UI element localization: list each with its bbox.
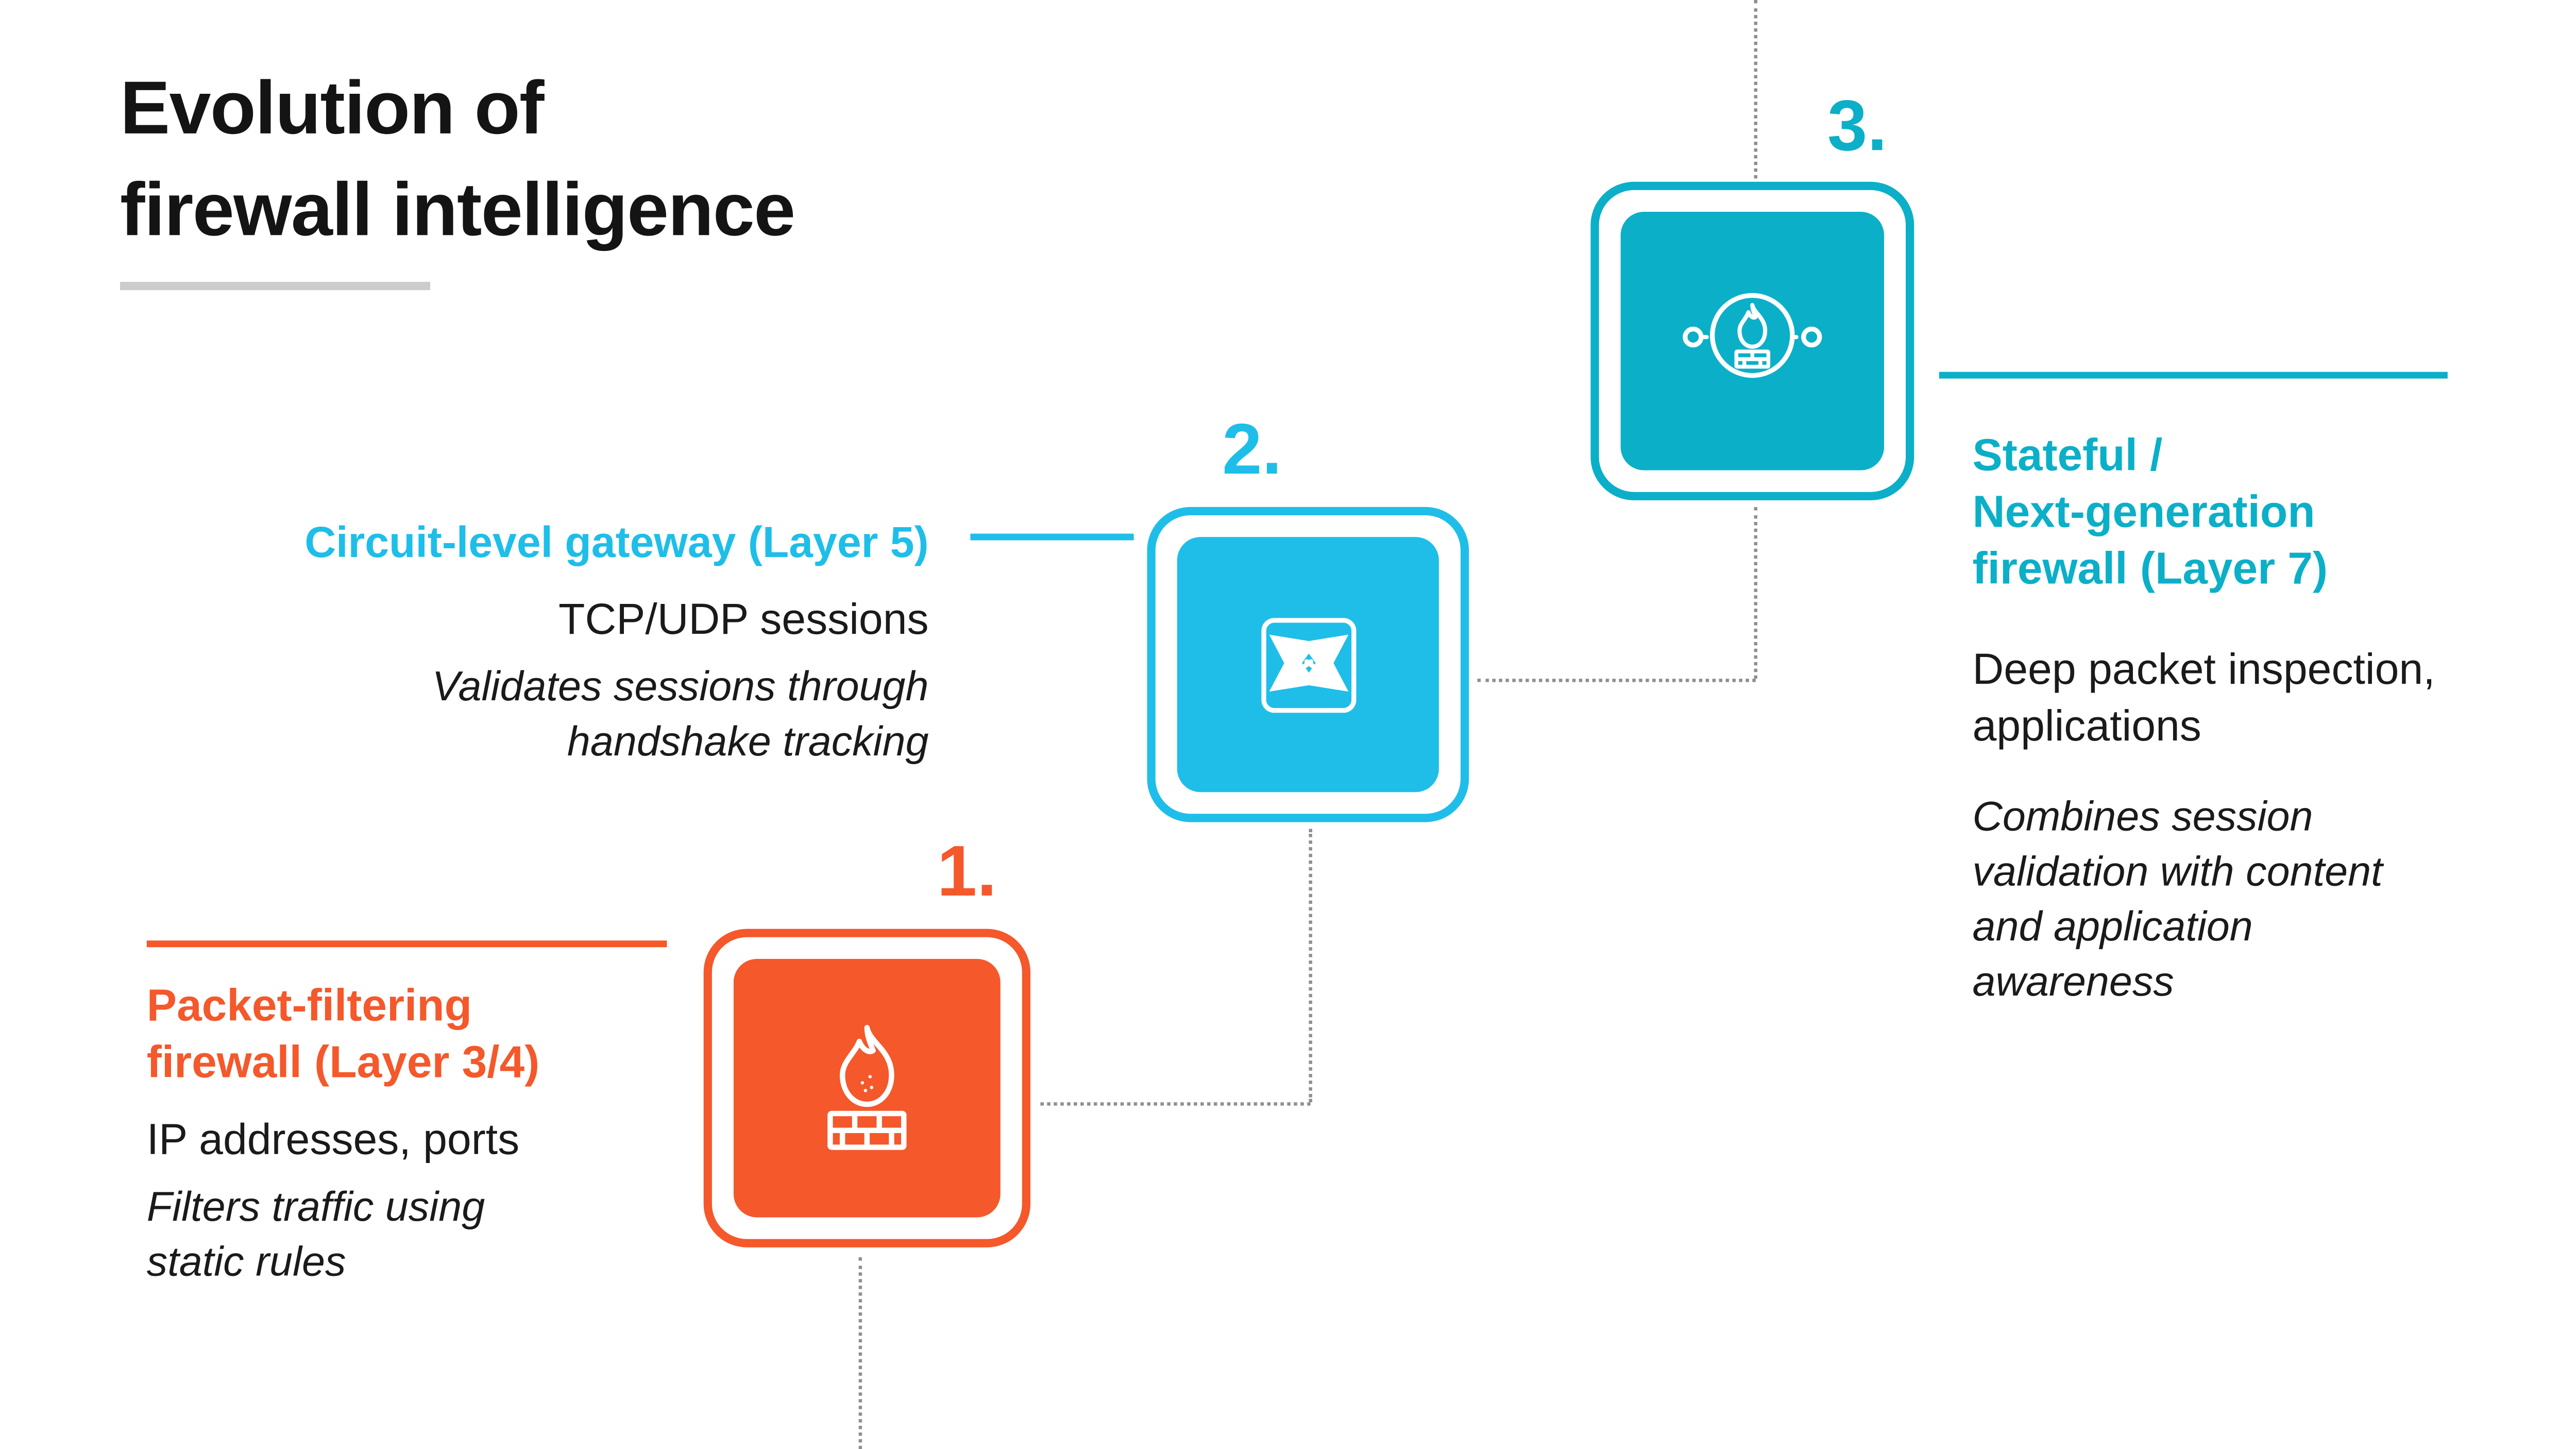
stage-3-number: 3. (1827, 87, 1888, 167)
stage-3-text-block: Stateful / Next-generation firewall (Lay… (1972, 427, 2435, 1010)
stage-1-connector-line (146, 940, 667, 948)
stage-3-heading-line-3: firewall (Layer 7) (1972, 544, 2328, 594)
stage-3-description-line-4: awareness (1972, 958, 2174, 1006)
stage-1-box-inner (733, 958, 1001, 1218)
stage-2-description-line-1: Validates sessions through (432, 664, 929, 711)
stage-3-box (1590, 181, 1914, 500)
stage-1-number: 1. (937, 832, 997, 913)
dotted-connector-top-stage3 (1754, 0, 1758, 179)
stage-1-heading-line-2: firewall (Layer 3/4) (146, 1037, 540, 1088)
firewall-network-icon (1683, 292, 1822, 377)
stage-1-description-line-2: static rules (146, 1239, 346, 1286)
stage-2-heading: Circuit-level gateway (Layer 5) (304, 517, 929, 567)
stage-1-heading: Packet-filtering firewall (Layer 3/4) (147, 977, 539, 1090)
stage-2-subheading: TCP/UDP sessions (558, 594, 929, 644)
title-divider (120, 281, 430, 291)
stage-3-subheading: Deep packet inspection, applications (1972, 641, 2435, 754)
stage-3-heading-line-1: Stateful / (1972, 430, 2163, 481)
stage-2-text-block: Circuit-level gateway (Layer 5) TCP/UDP … (187, 514, 928, 770)
dotted-connector-stage2-stage3 (1477, 679, 1756, 682)
stage-1-description: Filters traffic using static rules (147, 1181, 539, 1291)
stage-1-subheading: IP addresses, ports (146, 1114, 520, 1164)
stage-1-heading-line-1: Packet-filtering (146, 980, 472, 1031)
stage-3-description-line-1: Combines session (1972, 794, 2313, 841)
stage-2-description: Validates sessions through handshake tra… (187, 661, 929, 771)
stage-2-box-inner (1177, 537, 1439, 793)
stage-3-heading-line-2: Next-generation (1972, 486, 2315, 537)
crossover-arrows-icon (1260, 617, 1355, 712)
stage-3-heading: Stateful / Next-generation firewall (Lay… (1972, 427, 2435, 597)
page-title-line-2: firewall intelligence (120, 166, 795, 252)
stage-3-subheading-line-1: Deep packet inspection, (1972, 644, 2435, 694)
stage-1-text-block: Packet-filtering firewall (Layer 3/4) IP… (147, 977, 539, 1290)
dotted-connector-stage1-stage2 (1040, 1102, 1311, 1106)
flame-brick-wall-icon (827, 1024, 907, 1150)
stage-3-description: Combines session validation with content… (1972, 790, 2435, 1010)
stage-3-box-inner (1620, 212, 1884, 470)
dotted-connector-bottom-stage1 (858, 1257, 862, 1449)
stage-1-description-line-1: Filters traffic using (146, 1184, 485, 1231)
stage-2-box (1147, 507, 1469, 822)
stage-2-number: 2. (1222, 410, 1282, 491)
dotted-connector-stage2-vertical (1309, 829, 1312, 1103)
stage-3-description-line-2: validation with content (1972, 849, 2383, 896)
stage-1-box (703, 929, 1031, 1248)
stage-3-subheading-line-2: applications (1972, 700, 2201, 751)
page-title: Evolution of firewall intelligence (120, 57, 795, 260)
stage-2-connector-line (970, 533, 1134, 541)
stage-3-description-line-3: and application (1972, 904, 2253, 951)
dotted-connector-stage3-vertical (1754, 507, 1758, 679)
stage-3-connector-line (1939, 372, 2448, 379)
page-title-line-1: Evolution of (120, 65, 545, 150)
stage-2-description-line-2: handshake tracking (567, 718, 929, 766)
